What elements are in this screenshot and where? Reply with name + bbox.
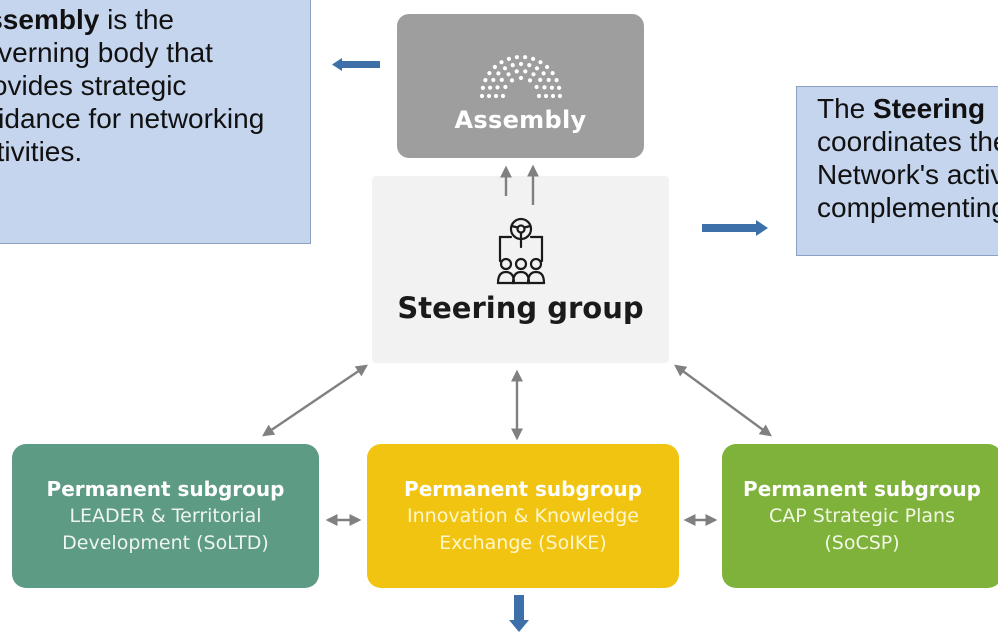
grey-connectors — [262, 164, 772, 526]
subgroup-title: Permanent subgroup — [46, 476, 285, 501]
blue-arrow-down — [509, 595, 529, 632]
blue-arrow-right — [702, 220, 768, 236]
subgroup-name-line: Innovation & Knowledge — [407, 504, 639, 527]
callout-line: provides strategic — [0, 70, 187, 101]
subgroup-name-line: CAP Strategic Plans — [768, 504, 955, 527]
callout-text: is the — [99, 4, 174, 35]
steering-socsp-arrow — [674, 364, 772, 437]
callout-line: The Steering — [817, 92, 998, 125]
assembly-label: Assembly — [454, 106, 587, 134]
subgroup-name-line: Exchange (SoIKE) — [439, 531, 607, 554]
callout-line: Assembly is the — [0, 3, 310, 36]
hemicycle-icon — [479, 55, 562, 99]
callout-bold-term: Steering — [873, 93, 986, 124]
callout-line: governing body that — [0, 37, 213, 68]
steering-group-label: Steering group — [397, 290, 644, 325]
callout-line: complementing — [817, 192, 998, 223]
subgroup-name-line: LEADER & Territorial — [69, 504, 262, 527]
steering-soltd-arrow — [262, 364, 368, 437]
subgroup-title: Permanent subgroup — [404, 476, 642, 501]
steering-description-callout: The Steering coordinates the Network's a… — [796, 86, 998, 256]
subgroup-soike-box: Permanent subgroup Innovation & Knowledg… — [367, 444, 679, 588]
steering-wheel-icon — [496, 217, 545, 284]
blue-arrow-left — [332, 58, 380, 71]
callout-line: activities. — [0, 136, 83, 167]
callout-line: Network's activities, — [817, 159, 998, 190]
subgroup-socsp-box: Permanent subgroup CAP Strategic Plans (… — [722, 444, 998, 588]
callout-line: guidance for networking — [0, 103, 265, 134]
callout-line: coordinates the — [817, 126, 998, 157]
subgroup-soltd-box: Permanent subgroup LEADER & Territorial … — [12, 444, 319, 588]
callout-bold-term: Assembly — [0, 4, 100, 35]
subgroup-title: Permanent subgroup — [743, 476, 981, 501]
assembly-description-callout: Assembly is the governing body that prov… — [0, 0, 311, 244]
steering-group-box: Steering group — [372, 176, 669, 363]
subgroup-name-line: Development (SoLTD) — [62, 531, 269, 554]
callout-text: The — [817, 93, 874, 124]
assembly-box: Assembly — [397, 14, 644, 158]
subgroup-name-line: (SoCSP) — [824, 531, 900, 554]
